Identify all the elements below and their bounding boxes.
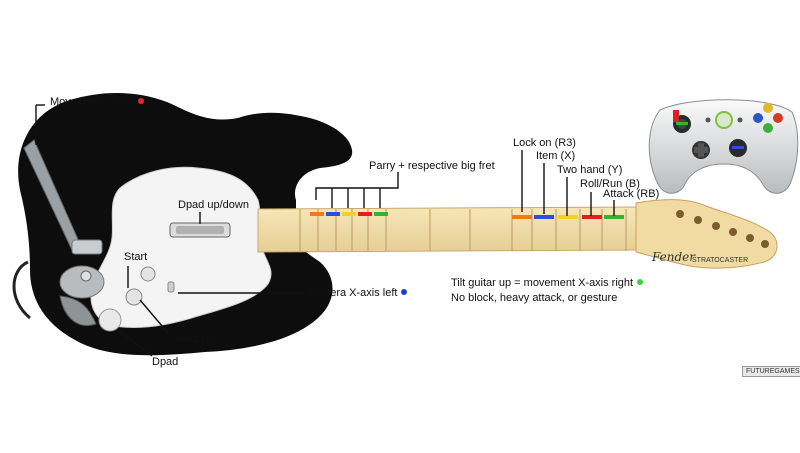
dpad-updown-label: Dpad up/down [178, 199, 249, 211]
big-fret-yellow [558, 215, 578, 219]
red-dot-icon [137, 98, 144, 105]
watermark: FUTUREGAMES.COM [742, 366, 800, 377]
colored-fret-buttons [310, 212, 624, 219]
parry-label: Parry + respective big fret [369, 160, 495, 172]
two-hand-label: Two hand (Y) [557, 164, 623, 176]
big-fret-red [582, 215, 602, 219]
start-button [140, 266, 156, 282]
start-label: Start [124, 251, 148, 263]
blue-dot-icon [401, 289, 408, 296]
big-fret-green [604, 215, 624, 219]
small-fret-blue [326, 212, 340, 216]
pickguard [90, 166, 272, 328]
camera-switch [167, 281, 175, 293]
dpad-control [98, 308, 122, 332]
fender-logo: Fender [652, 250, 696, 264]
lock-on-label: Lock on (R3) [513, 137, 576, 149]
small-fret-orange [310, 212, 324, 216]
movement-y-text: Movement Y-axis [50, 96, 134, 108]
leader-lines [35, 104, 615, 357]
xbox-controller [648, 99, 799, 194]
dpad-label: Dpad [152, 356, 179, 368]
bridge-assembly [59, 265, 105, 326]
item-label: Item (X) [536, 150, 576, 162]
strum-bar [169, 222, 231, 238]
big-fret-orange [512, 215, 532, 219]
big-fret-blue [534, 215, 554, 219]
camera-x-label: Camera X-axis left [307, 287, 408, 300]
small-fret-green [374, 212, 388, 216]
tilt-label: Tilt guitar up = movement X-axis right [451, 277, 644, 290]
tilt-text: Tilt guitar up = movement X-axis right [451, 277, 634, 289]
stratocaster-logo: STRATOCASTER [692, 257, 749, 264]
roll-run-label: Roll/Run (B) [580, 178, 640, 190]
green-dot-icon [637, 279, 644, 286]
no-block-label: No block, heavy attack, or gesture [451, 292, 618, 304]
select-label: Select (A) [168, 333, 217, 345]
attack-label: Attack (RB) [603, 188, 660, 200]
select-button [125, 288, 143, 306]
tuning-pegs [676, 210, 769, 248]
cable [12, 260, 31, 320]
whammy-bar [23, 139, 103, 255]
movement-y-label: Movement Y-axis [50, 96, 144, 109]
small-fret-yellow [342, 212, 356, 216]
headstock [635, 199, 778, 269]
small-fret-red [358, 212, 372, 216]
camera-x-text: Camera X-axis left [307, 287, 398, 299]
